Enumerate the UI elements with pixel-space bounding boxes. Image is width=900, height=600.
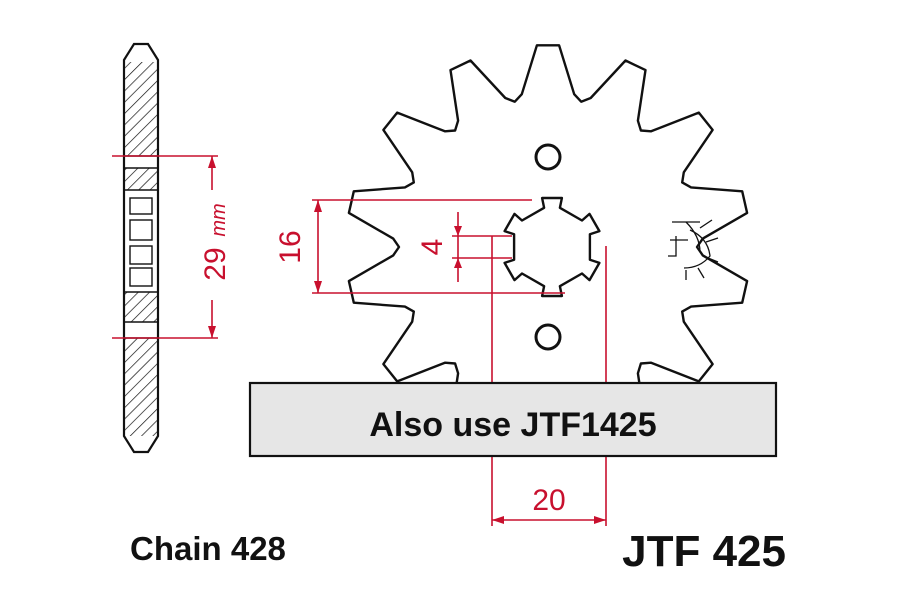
offset-value: 20 bbox=[532, 484, 565, 517]
sprocket-side-section-icon bbox=[122, 42, 160, 454]
offset-dimension bbox=[491, 236, 607, 526]
width-dimension-value: 29 bbox=[199, 247, 232, 280]
width-dimension: 29 mm bbox=[112, 155, 232, 339]
spline-outer-value: 16 bbox=[274, 230, 307, 263]
sprocket-face-icon bbox=[347, 44, 749, 450]
spline-tooth-value: 4 bbox=[416, 239, 449, 256]
rotation-direction-icon bbox=[668, 219, 719, 280]
spline-outer-dimension: 16 bbox=[274, 199, 565, 294]
spline-tooth-dimension: 4 bbox=[416, 212, 512, 282]
chain-label: Chain 428 bbox=[130, 530, 286, 567]
banner-text: Also use JTF1425 bbox=[369, 406, 656, 444]
alternative-part-banner: Also use JTF1425 bbox=[248, 381, 778, 458]
part-number: JTF 425 bbox=[622, 527, 786, 576]
width-dimension-unit: mm bbox=[208, 203, 230, 236]
